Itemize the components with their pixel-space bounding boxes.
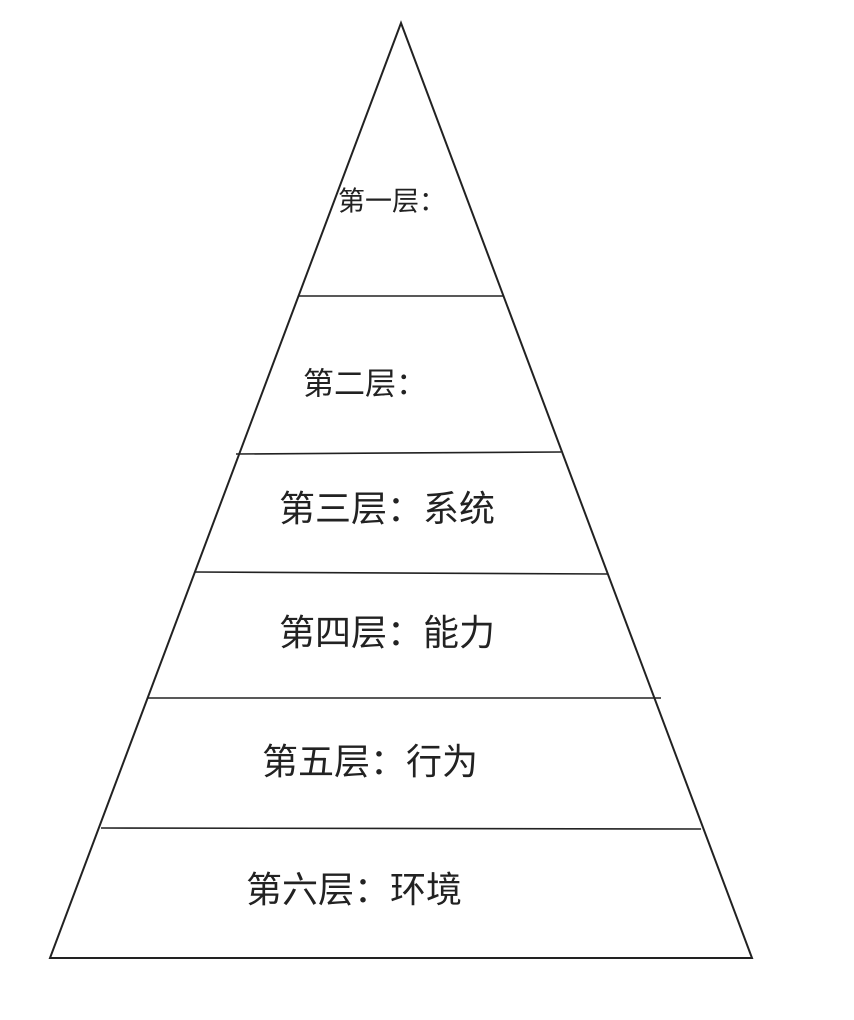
layer-5-label: 第五层：行为 bbox=[262, 742, 478, 783]
layer-2-label: 第二层： bbox=[303, 367, 427, 403]
divider-2 bbox=[235, 451, 562, 455]
divider-5 bbox=[100, 827, 702, 830]
layer-6-label: 第六层：环境 bbox=[246, 870, 462, 911]
divider-3 bbox=[194, 571, 609, 575]
pyramid-outline bbox=[48, 20, 754, 959]
layer-1-label: 第一层： bbox=[338, 187, 446, 218]
layer-3-label: 第三层：系统 bbox=[279, 489, 495, 530]
layer-4-label: 第四层：能力 bbox=[279, 613, 495, 654]
